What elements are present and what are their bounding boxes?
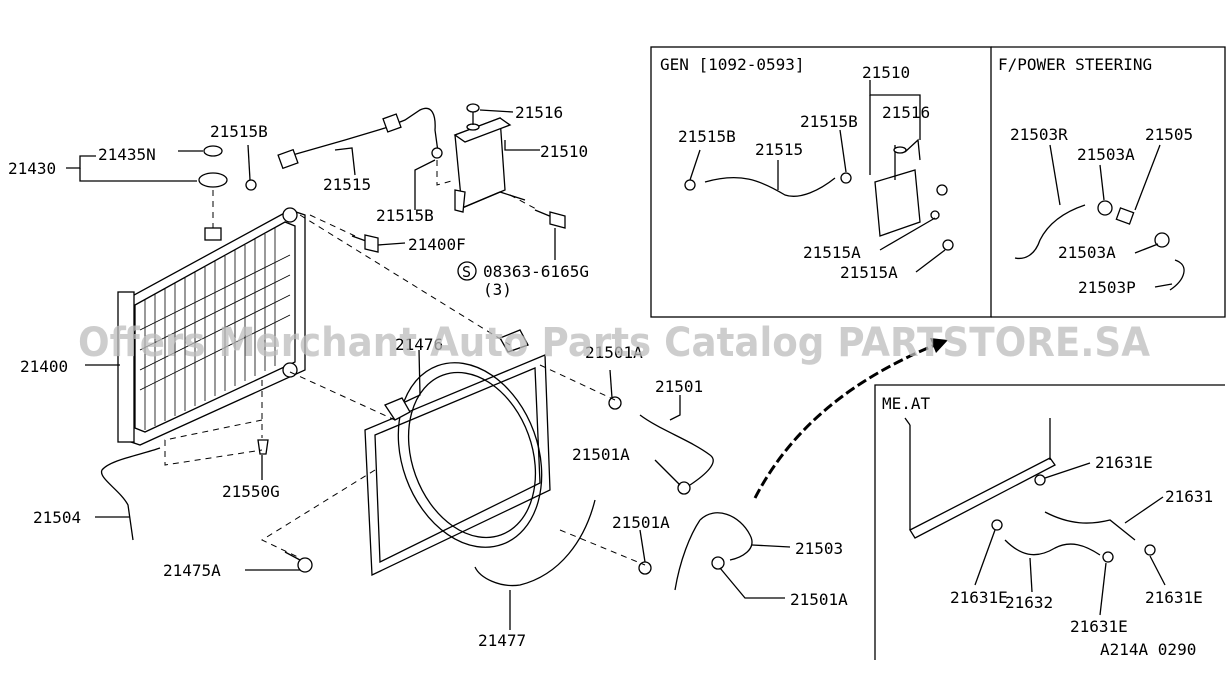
ps-panel: F/POWER STEERING: [991, 46, 1226, 318]
arrow-head: [930, 338, 948, 353]
ps-panel-parts: [1014, 200, 1185, 291]
label-21515b-top: 21515B: [210, 122, 268, 141]
cap-seal: [203, 145, 223, 157]
radiator-cap: [198, 172, 228, 188]
ps-label-21503a-a: 21503A: [1077, 145, 1135, 164]
hose-21504: [100, 447, 161, 541]
meat-panel: ME.AT: [874, 384, 1225, 660]
ps-label-21503a-b: 21503A: [1058, 243, 1116, 262]
arrow-to-ps-panel: [753, 343, 936, 499]
ps-label-21503r: 21503R: [1010, 125, 1068, 144]
gen-label-21516: 21516: [882, 103, 930, 122]
meat-label-21631e-b: 21631E: [950, 588, 1008, 607]
gen-panel-frame: [650, 46, 992, 318]
hose-21515: [281, 107, 439, 159]
clamp-21501a: [608, 396, 725, 575]
label-21501a-2: 21501A: [572, 445, 630, 464]
ps-panel-title: F/POWER STEERING: [998, 55, 1152, 74]
diagram-code: A214A 0290: [1100, 640, 1196, 659]
label-21516: 21516: [515, 103, 563, 122]
label-21510: 21510: [540, 142, 588, 161]
label-21501: 21501: [655, 377, 703, 396]
meat-label-21631e-c: 21631E: [1070, 617, 1128, 636]
ps-panel-frame: [991, 46, 1226, 318]
label-21475a: 21475A: [163, 561, 221, 580]
gen-panel-title: GEN [1092-0593]: [660, 55, 805, 74]
label-21504: 21504: [33, 508, 81, 527]
ps-label-21503p: 21503P: [1078, 278, 1136, 297]
label-21476: 21476: [395, 335, 443, 354]
radiator-21400: [117, 207, 306, 446]
gen-label-21515b-a: 21515B: [678, 127, 736, 146]
label-21400f: 21400F: [408, 235, 466, 254]
label-21501a-3: 21501A: [612, 513, 670, 532]
meat-panel-frame: [874, 384, 1225, 660]
label-21503: 21503: [795, 539, 843, 558]
s-symbol-circle: [457, 261, 477, 281]
label-08363: 08363-6165G: [483, 262, 589, 281]
label-21550g: 21550G: [222, 482, 280, 501]
label-21435n: 21435N: [98, 145, 156, 164]
label-21501a-1: 21501A: [585, 343, 643, 362]
label-08363-qty: (3): [483, 280, 512, 299]
s-symbol: S: [462, 263, 471, 281]
drain-cock: [257, 439, 269, 455]
reservoir-tank-21510: [453, 103, 526, 213]
label-21515b-mid: 21515B: [376, 206, 434, 225]
label-21501a-4: 21501A: [790, 590, 848, 609]
gen-panel: GEN [1092-0593]: [650, 46, 992, 318]
label-21430: 21430: [8, 159, 56, 178]
fan-shroud-21476: [364, 329, 551, 577]
meat-label-21631e-a: 21631E: [1095, 453, 1153, 472]
meat-label-21631e-d: 21631E: [1145, 588, 1203, 607]
watermark: Offers Merchant Auto Parts Catalog PARTS…: [78, 320, 1150, 366]
gen-label-21515a-b: 21515A: [840, 263, 898, 282]
meat-panel-title: ME.AT: [882, 394, 931, 413]
bolt-21475a: [284, 551, 313, 573]
label-21477: 21477: [478, 631, 526, 650]
gen-label-21515a-a: 21515A: [803, 243, 861, 262]
hose-21503: [699, 512, 753, 561]
leader-lines: [66, 80, 1173, 630]
bolt-08363: [534, 209, 566, 229]
clip-21515b: [245, 179, 257, 191]
gen-label-21510: 21510: [862, 63, 910, 82]
hose-21501: [639, 414, 714, 486]
meat-label-21632: 21632: [1005, 593, 1053, 612]
label-21400: 21400: [20, 357, 68, 376]
ps-label-21505: 21505: [1145, 125, 1193, 144]
label-21515-top: 21515: [323, 175, 371, 194]
drain-tube-21477: [474, 499, 596, 587]
meat-panel-parts: [904, 417, 1156, 563]
meat-label-21631: 21631: [1165, 487, 1213, 506]
gen-label-21515: 21515: [755, 140, 803, 159]
gen-panel-parts: [684, 138, 954, 251]
bolt-21400f: [351, 234, 379, 253]
gen-label-21515b-b: 21515B: [800, 112, 858, 131]
